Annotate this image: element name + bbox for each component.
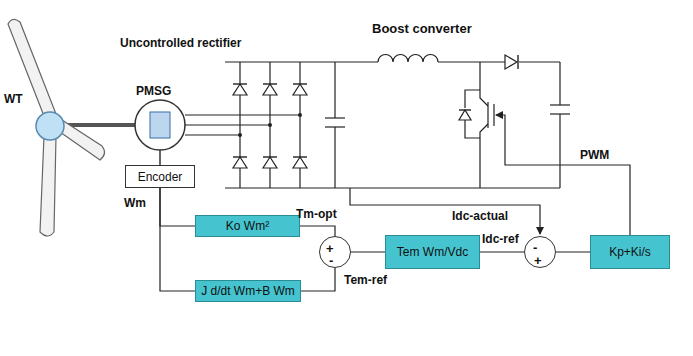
signal-line: [300, 226, 335, 236]
component-label: WT: [4, 92, 23, 106]
sign-symbol: -: [533, 241, 537, 254]
signal-line: [160, 188, 195, 291]
block-text: Encoder: [138, 170, 183, 184]
signal-name: Tem-ref: [344, 273, 387, 287]
encoder-box: Encoder: [125, 165, 195, 188]
summing-junction: +-: [319, 236, 351, 268]
signal-line: [351, 251, 385, 252]
signal-name: PWM: [580, 148, 609, 162]
block-text: J d/dt Wm+B Wm: [201, 284, 295, 298]
signal-line: [301, 268, 335, 291]
sign-symbol: -: [329, 254, 333, 267]
block-text: Ko Wm²: [226, 219, 269, 233]
signal-name: Idc-ref: [482, 232, 519, 246]
component-label: PMSG: [136, 84, 171, 98]
current-ref-block: Tem Wm/Vdc: [385, 235, 480, 269]
signal-name: Idc-actual: [452, 209, 508, 223]
block-text: Kp+Ki/s: [609, 245, 651, 259]
dynamics-block: J d/dt Wm+B Wm: [195, 280, 301, 302]
signal-name: Wm: [124, 196, 146, 210]
block-text: Tem Wm/Vdc: [397, 245, 468, 259]
gain-block: Ko Wm²: [195, 215, 300, 237]
summing-junction: -+: [524, 236, 556, 268]
section-title: Boost converter: [372, 22, 472, 36]
section-title: Uncontrolled rectifier: [120, 36, 241, 50]
sign-symbol: +: [534, 254, 542, 267]
signal-name: Tm-opt: [296, 207, 337, 221]
signal-line: [160, 188, 195, 226]
signal-line: [480, 251, 524, 252]
signal-line: [556, 251, 590, 252]
pi-controller: Kp+Ki/s: [590, 235, 670, 269]
